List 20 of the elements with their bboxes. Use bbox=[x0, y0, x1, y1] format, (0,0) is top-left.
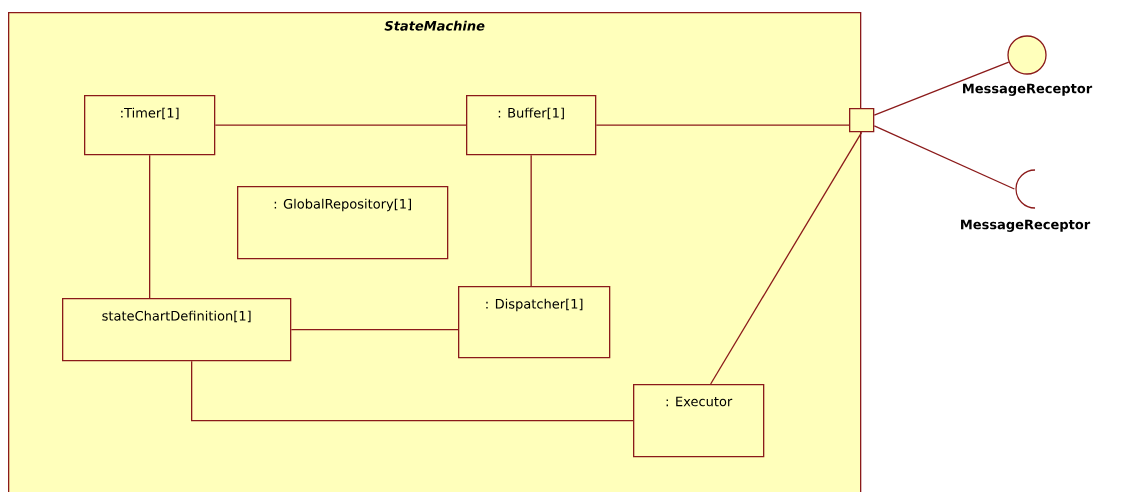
component-box: : GlobalRepository[1] bbox=[237, 186, 449, 260]
provided-interface-circle bbox=[1007, 35, 1047, 75]
connector-line bbox=[530, 154, 532, 287]
connector-line bbox=[149, 154, 151, 299]
connector-line bbox=[595, 124, 850, 126]
connector-line bbox=[710, 131, 863, 385]
component-box: : Executor bbox=[633, 384, 765, 458]
connector-line bbox=[191, 360, 634, 422]
port-square bbox=[849, 108, 875, 133]
component-box: :Timer[1] bbox=[84, 95, 216, 156]
connector-line bbox=[290, 329, 459, 331]
required-interface-socket bbox=[1015, 169, 1036, 209]
connector-line bbox=[214, 124, 467, 126]
connector-line bbox=[873, 61, 1010, 116]
interface-label: MessageReceptor bbox=[961, 219, 1091, 232]
component-box: : Buffer[1] bbox=[466, 95, 597, 156]
connector-line bbox=[873, 125, 1015, 190]
component-box: stateChartDefinition[1] bbox=[62, 298, 292, 362]
component-box: : Dispatcher[1] bbox=[458, 286, 611, 359]
interface-label: MessageReceptor bbox=[963, 83, 1093, 96]
